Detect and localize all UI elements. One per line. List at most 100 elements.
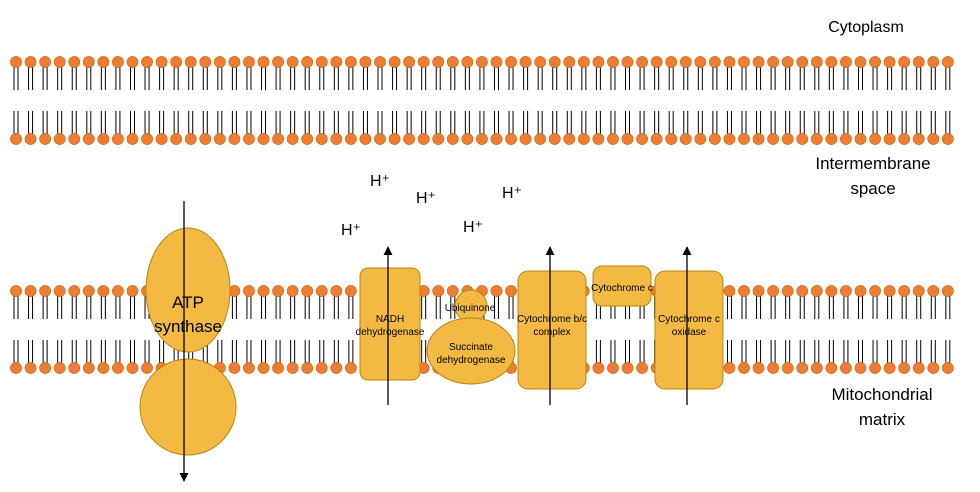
lipid-head [24, 362, 37, 374]
lipid-head [141, 133, 153, 145]
cytochrome-c-label: Cytochrome c [591, 283, 653, 294]
lipid-head [286, 133, 299, 145]
lipid-head [257, 362, 270, 374]
lipid-head [810, 56, 823, 68]
lipid-head [883, 133, 896, 145]
lipid-head [112, 133, 124, 145]
intermembrane-label-line2: space [850, 179, 895, 198]
lipid-head [912, 56, 925, 68]
lipid-head [490, 56, 503, 68]
lipid-head [112, 362, 124, 374]
lipid-head [170, 133, 183, 145]
succinate-label-line2: dehydrogenase [437, 355, 506, 366]
lipid-head [912, 285, 925, 297]
cytochrome-bc1-complex [517, 270, 587, 390]
atp-synthase-lower [139, 358, 237, 456]
lipid-head [315, 56, 328, 68]
lipid-head [97, 56, 110, 68]
lipid-head [374, 133, 386, 145]
lipid-head [781, 285, 794, 297]
lipid-head [155, 133, 168, 145]
lipid-head [184, 56, 197, 68]
lipid-head [883, 56, 896, 68]
lipid-head [476, 133, 488, 145]
lipid-head [68, 133, 81, 145]
lipid-head [898, 56, 911, 68]
lipid-head [883, 285, 896, 297]
lipid-head [97, 285, 110, 297]
lipid-head [825, 56, 838, 68]
lipid-head [825, 133, 838, 145]
lipid-head [679, 133, 692, 145]
lipid-head [243, 362, 255, 374]
lipid-head [869, 362, 881, 374]
lipid-head [82, 56, 95, 68]
lipid-head [941, 362, 954, 374]
proton-label: H⁺ [416, 190, 436, 207]
lipid-head [344, 133, 357, 145]
ubiquinone-label: Ubiquinone [445, 303, 496, 314]
lipid-head [315, 133, 328, 145]
matrix-label-line1: Mitochondrial [831, 385, 932, 404]
outer-membrane [10, 56, 954, 145]
lipid-head [272, 285, 284, 297]
atp-synthase-label-line1: ATP [172, 293, 204, 312]
lipid-head [869, 285, 881, 297]
lipid-head [330, 362, 343, 374]
lipid-head [723, 362, 736, 374]
lipid-head [781, 362, 794, 374]
lipid-head [548, 56, 561, 68]
lipid-head [24, 285, 37, 297]
nadh-label-line2: dehydrogenase [356, 327, 425, 338]
lipid-head [432, 133, 445, 145]
lipid-head [840, 133, 852, 145]
lipid-head [82, 133, 95, 145]
lipid-head [417, 56, 430, 68]
lipid-head [534, 56, 547, 68]
lipid-head [796, 56, 809, 68]
lipid-head [694, 133, 707, 145]
lipid-head [257, 56, 270, 68]
lipid-head [723, 285, 736, 297]
lipid-head [301, 285, 314, 297]
lipid-head [592, 362, 605, 374]
lipid-head [927, 56, 940, 68]
lipid-head [97, 133, 110, 145]
atp-synthase-label-line2: synthase [154, 317, 222, 336]
lipid-head [840, 285, 852, 297]
lipid-head [97, 362, 110, 374]
lipid-head [315, 285, 328, 297]
lipid-head [694, 56, 707, 68]
lipid-head [825, 285, 838, 297]
lipid-head [912, 362, 925, 374]
lipid-head [563, 133, 576, 145]
lipid-head [781, 133, 794, 145]
cytbc1-label-line1: Cytochrome b/c [517, 314, 587, 325]
lipid-head [810, 285, 823, 297]
lipid-head [752, 133, 765, 145]
lipid-head [53, 133, 66, 145]
lipid-head [272, 133, 284, 145]
nadh-label-line1: NADH [376, 314, 404, 325]
lipid-head [330, 133, 343, 145]
lipid-head [330, 56, 343, 68]
lipid-head [315, 362, 328, 374]
lipid-head [796, 362, 809, 374]
atp-synthase [139, 227, 237, 456]
lipid-head [141, 56, 153, 68]
lipid-head [505, 56, 517, 68]
lipid-head [810, 133, 823, 145]
lipid-head [286, 56, 299, 68]
lipid-head [344, 56, 357, 68]
lipid-head [723, 133, 736, 145]
succinate-dehydrogenase [426, 317, 516, 385]
lipid-head [68, 56, 81, 68]
lipid-head [840, 362, 852, 374]
lipid-head [738, 362, 750, 374]
lipid-head [68, 285, 81, 297]
lipid-head [577, 56, 590, 68]
lipid-head [621, 56, 634, 68]
lipid-head [39, 133, 52, 145]
lipid-head [10, 133, 22, 145]
